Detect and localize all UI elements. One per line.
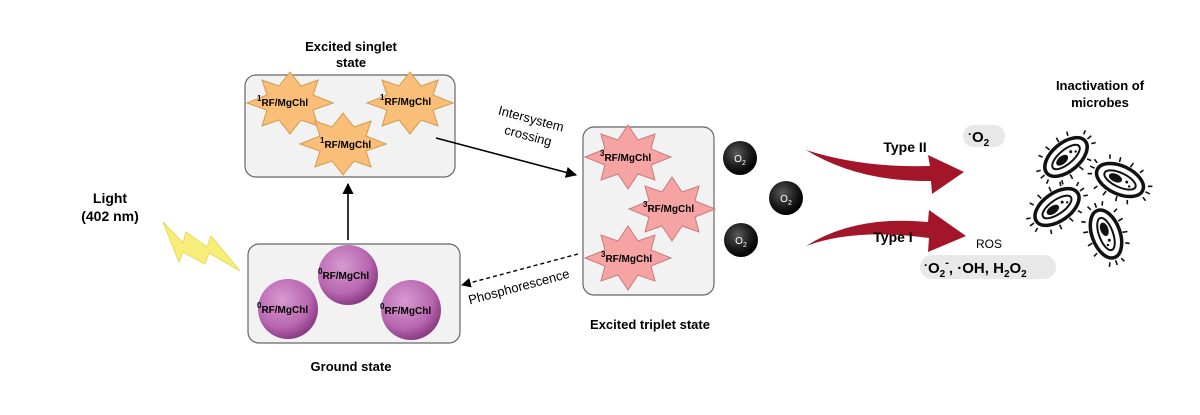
ground-circle-2	[258, 279, 318, 339]
excited-singlet-title-1: Excited singlet	[305, 39, 397, 54]
svg-text:O2: O2	[734, 154, 746, 167]
type-ii-product-pill	[963, 125, 1005, 147]
singlet-label-3: 1RF/MgChl	[320, 136, 371, 151]
triplet-star-1	[583, 124, 673, 190]
singlet-label-2: 1RF/MgChl	[380, 93, 431, 108]
excited-singlet-title-2: state	[336, 55, 366, 70]
light-title-2: (402 nm)	[81, 208, 139, 224]
lightning-icon	[162, 221, 241, 272]
ground-label-1: 0RF/MgChl	[318, 267, 369, 282]
oxygen-molecule-2: O2	[769, 181, 803, 215]
singlet-label-1: 1RF/MgChl	[257, 94, 308, 109]
oxygen-molecule-3: O2	[724, 223, 758, 257]
triplet-star-3	[583, 225, 673, 291]
phosphorescence-label: Phosphorescence	[467, 266, 571, 307]
type-ii-product: ·O2	[968, 127, 990, 149]
singlet-star-1	[245, 71, 335, 135]
ground-circle-3	[381, 280, 441, 340]
ros-label: ROS	[976, 237, 1002, 251]
light-title-1: Light	[93, 190, 128, 206]
microbe-icon-4	[1073, 194, 1139, 274]
ground-circle-1	[318, 245, 378, 305]
singlet-star-2	[365, 71, 455, 135]
type-ii-arrow	[806, 150, 964, 194]
ground-label-2: 0RF/MgChl	[257, 301, 308, 316]
ground-state-title: Ground state	[311, 359, 392, 374]
inactivation-title-1: Inactivation of	[1056, 78, 1145, 93]
type-i-arrow	[806, 210, 966, 252]
intersystem-arrow	[435, 137, 578, 178]
svg-text:O2: O2	[780, 194, 792, 207]
oxygen-molecule-1: O2	[723, 141, 757, 175]
type-i-products-pill	[920, 255, 1056, 279]
microbe-icon-1	[1025, 117, 1107, 197]
type-i-label: Type I	[873, 229, 912, 245]
triplet-label-3: 3RF/MgChl	[601, 250, 652, 265]
inactivation-title-2: microbes	[1071, 95, 1129, 110]
svg-text:O2: O2	[735, 236, 747, 249]
microbe-icon-2	[1079, 145, 1161, 215]
type-ii-label: Type II	[883, 139, 926, 155]
singlet-star-3	[298, 112, 388, 176]
triplet-star-2	[627, 176, 717, 242]
type-i-products: ·O2-, ·OH, H2O2	[924, 257, 1027, 280]
phosphorescence-arrow	[461, 253, 579, 288]
triplet-label-1: 3RF/MgChl	[600, 149, 651, 164]
ground-label-3: 0RF/MgChl	[380, 302, 431, 317]
excited-triplet-title: Excited triplet state	[590, 317, 710, 332]
triplet-label-2: 3RF/MgChl	[643, 200, 694, 215]
